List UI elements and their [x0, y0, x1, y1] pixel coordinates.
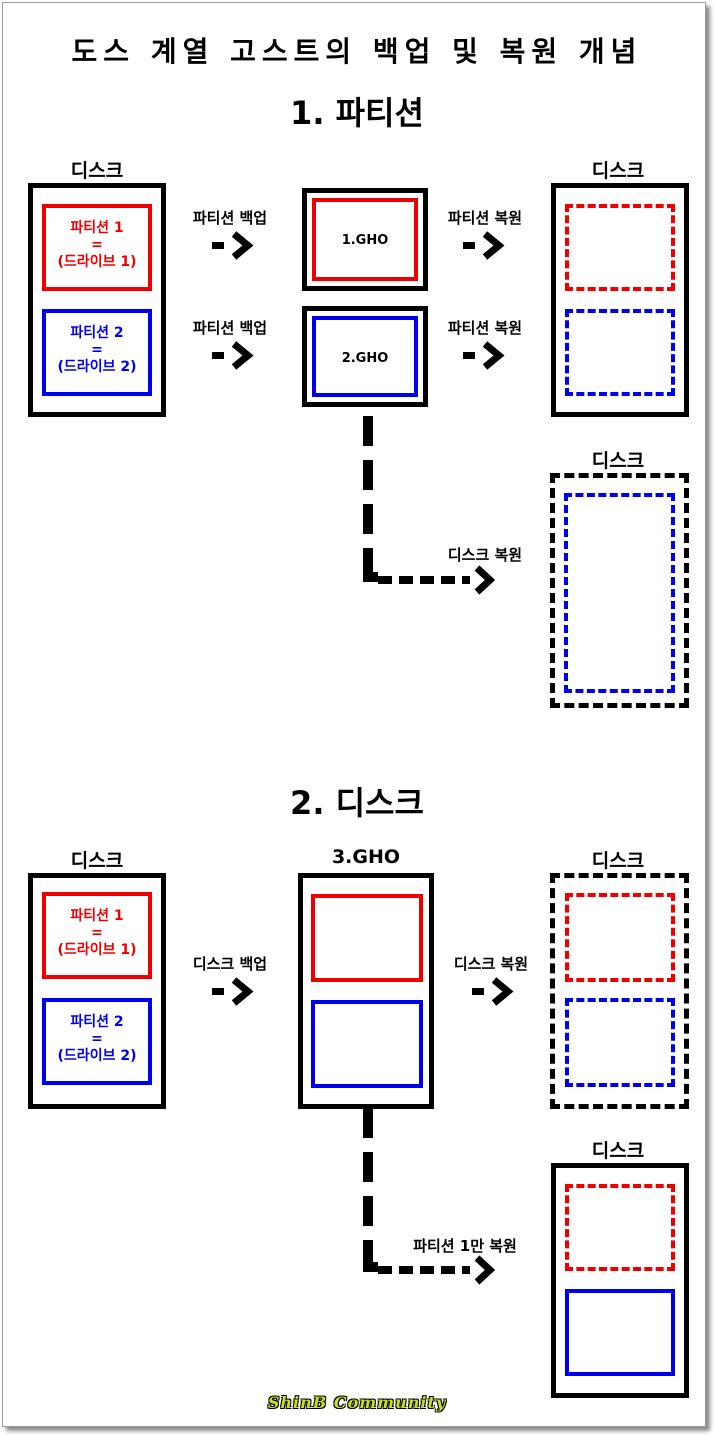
- s2-partition-restore-label: 파티션 1만 복원: [413, 1237, 517, 1255]
- s2-partition-2: 파티션 2 = (드라이브 2): [42, 998, 152, 1085]
- s1-backup-label-2: 파티션 백업: [192, 319, 268, 337]
- s1-source-disk-label: 디스크: [70, 160, 124, 182]
- s2-partition-2-name: 파티션 2: [70, 1014, 124, 1030]
- s1-partition-2-name: 파티션 2: [70, 325, 124, 341]
- s1-image-2-box: 2.GHO: [302, 306, 428, 407]
- s1-target-partition-1: [565, 204, 675, 291]
- section-2-heading: 2. 디스크: [290, 784, 424, 822]
- s1-restore-label-2: 파티션 복원: [447, 319, 523, 337]
- dashed-arrow-icon: [463, 344, 499, 367]
- s2-restored-partition-2: [565, 1289, 675, 1376]
- s2-backup-label: 디스크 백업: [192, 955, 268, 973]
- s1-target-disk-label: 디스크: [591, 160, 645, 182]
- s1-partition-1-drive: (드라이브 1): [57, 254, 137, 270]
- s1-disk-restore-target: [550, 473, 689, 708]
- s2-partition-1-eq: =: [91, 925, 103, 941]
- dashed-arrow-icon: [212, 344, 248, 367]
- s1-partition-2-eq: =: [91, 342, 103, 358]
- elbow-dashed-arrow-icon: [363, 416, 496, 595]
- s1-partition-1-eq: =: [91, 237, 103, 253]
- footer-signature: ShinB Community: [267, 1393, 447, 1412]
- s1-image-1-box: 1.GHO: [302, 188, 428, 291]
- s1-image-2-name: 2.GHO: [341, 351, 389, 366]
- s1-restore-label-1: 파티션 복원: [447, 209, 523, 227]
- s1-target-disk: [551, 183, 689, 417]
- s2-source-disk: 파티션 1 = (드라이브 1) 파티션 2 = (드라이브 2): [28, 873, 166, 1109]
- s2-partition-1: 파티션 1 = (드라이브 1): [42, 892, 152, 979]
- s1-image-2-inner: 2.GHO: [312, 316, 418, 397]
- dashed-arrow-icon: [463, 234, 499, 257]
- s2-partition-1-name: 파티션 1: [70, 908, 124, 924]
- s1-partition-2-drive: (드라이브 2): [57, 359, 137, 375]
- s2-partition-restore-target: [551, 1163, 689, 1398]
- s1-partition-2: 파티션 2 = (드라이브 2): [42, 309, 152, 396]
- s2-source-disk-label: 디스크: [70, 850, 124, 872]
- dashed-arrow-icon: [472, 980, 508, 1003]
- section-1-heading: 1. 파티션: [290, 94, 424, 132]
- s2-image-partition-2: [311, 1000, 423, 1088]
- s1-partition-1-name: 파티션 1: [70, 220, 124, 236]
- s1-image-1-inner: 1.GHO: [312, 198, 418, 281]
- page-frame: [2, 2, 706, 1427]
- s2-image-box: [298, 873, 434, 1109]
- s2-partition-restore-target-label: 디스크: [591, 1140, 645, 1162]
- s2-target-partition-1: [565, 893, 675, 982]
- page-title: 도스 계열 고스트의 백업 및 복원 개념: [71, 35, 643, 68]
- dashed-arrow-icon: [212, 980, 248, 1003]
- s2-restore-label: 디스크 복원: [453, 955, 529, 973]
- s1-image-1-name: 1.GHO: [341, 233, 389, 248]
- s1-source-disk: 파티션 1 = (드라이브 1) 파티션 2 = (드라이브 2): [28, 183, 166, 417]
- s2-partition-2-eq: =: [91, 1031, 103, 1047]
- s2-target-disk-label: 디스크: [591, 850, 645, 872]
- s1-disk-restore-label: 디스크 복원: [447, 546, 523, 564]
- elbow-dashed-arrow-icon: [363, 1108, 496, 1285]
- s2-restored-partition-1: [565, 1184, 675, 1271]
- s2-image-label: 3.GHO: [331, 846, 401, 868]
- s1-backup-label-1: 파티션 백업: [192, 209, 268, 227]
- s1-partition-1: 파티션 1 = (드라이브 1): [42, 204, 152, 291]
- s2-image-partition-1: [311, 894, 423, 982]
- dashed-arrow-icon: [212, 234, 248, 257]
- s2-target-disk: [550, 873, 689, 1109]
- s2-partition-1-drive: (드라이브 1): [57, 942, 137, 958]
- s1-target-partition-2: [565, 309, 675, 396]
- s2-target-partition-2: [565, 998, 675, 1087]
- s1-disk-restore-target-label: 디스크: [591, 450, 645, 472]
- s1-disk-restore-partition: [564, 493, 675, 693]
- s2-partition-2-drive: (드라이브 2): [57, 1048, 137, 1064]
